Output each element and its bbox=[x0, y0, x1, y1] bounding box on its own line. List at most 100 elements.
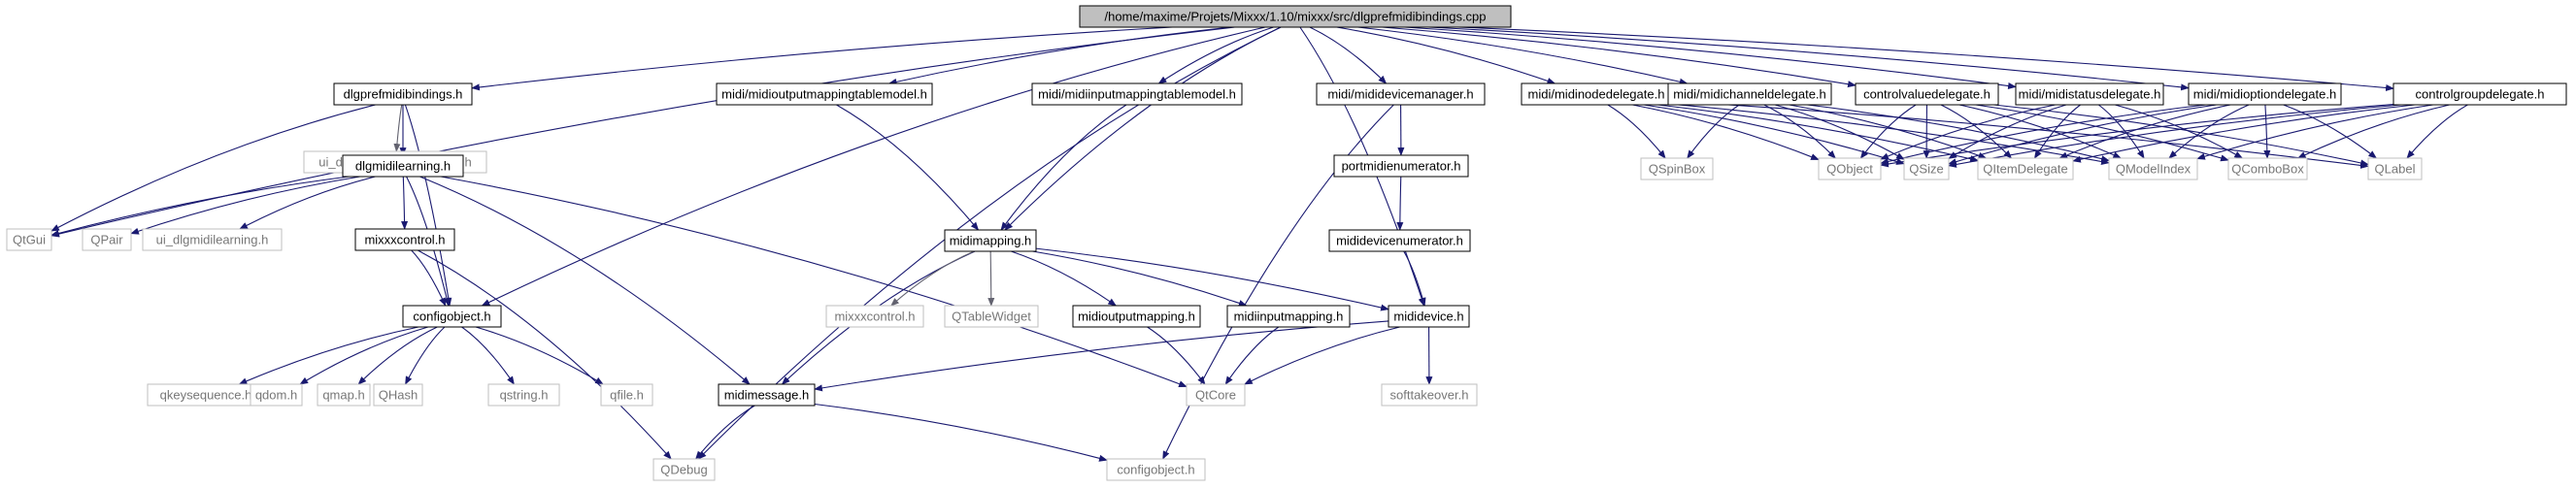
node-softtakeover-h: softtakeover.h bbox=[1381, 383, 1478, 407]
edge-midiinputmappingtablemodel_h-to-midimapping_h bbox=[1000, 104, 1127, 231]
node-box bbox=[2108, 157, 2198, 180]
edge-dlgprefmidibindings_h-to-ui_dlgprefmidibindingsdlg_h bbox=[393, 104, 403, 152]
edge-midinodedelegate_h-to-QObject bbox=[1632, 104, 1820, 161]
node-box bbox=[716, 82, 933, 106]
edge-configobject_h-to-qstring_h bbox=[461, 326, 515, 385]
node-midiinputmapping-h[interactable]: midiinputmapping.h bbox=[1226, 305, 1351, 328]
node-dlgmidilearning-h[interactable]: dlgmidilearning.h bbox=[342, 154, 464, 178]
node-controlvaluedelegate-h[interactable]: controlvaluedelegate.h bbox=[1855, 82, 1999, 106]
node-box bbox=[718, 383, 816, 407]
node-QSpinBox: QSpinBox bbox=[1640, 157, 1714, 180]
edge-mididevice_h-to-midimessage_h bbox=[814, 320, 1389, 392]
edge-root-to-dlgprefmidibindings_h bbox=[471, 26, 1173, 91]
node-label: qfile.h bbox=[610, 388, 644, 403]
edge-midioptiondelegate_h-to-QSize bbox=[1948, 104, 2217, 166]
node-mididevicemanager-h[interactable]: midi/mididevicemanager.h bbox=[1316, 82, 1486, 106]
edge-root-to-controlgroupdelegate_h bbox=[1457, 26, 2394, 91]
edge-configobject_h-to-qmap_h bbox=[357, 326, 438, 385]
edge-midistatusdelegate_h-to-QObject bbox=[1880, 104, 2056, 160]
edge-midiinputmapping_h-to-QtCore bbox=[1224, 326, 1280, 385]
node-mixxxcontrol-h[interactable]: mixxxcontrol.h bbox=[354, 228, 455, 251]
node-label: midi/midistatusdelegate.h bbox=[2019, 87, 2161, 102]
node-box bbox=[2367, 157, 2423, 180]
node-QtCore: QtCore bbox=[1186, 383, 1246, 407]
node-configobject-h[interactable]: configobject.h bbox=[402, 305, 502, 328]
edge-midistatusdelegate_h-to-QComboBox bbox=[2115, 104, 2244, 159]
node-label: mididevicenumerator.h bbox=[1336, 234, 1463, 248]
node-root[interactable]: /home/maxime/Projets/Mixxx/1.10/mixxx/sr… bbox=[1079, 5, 1512, 28]
node-label: controlgroupdelegate.h bbox=[2416, 87, 2545, 102]
edge-midimapping_h-to-mididevice_h bbox=[1035, 247, 1389, 311]
node-box bbox=[373, 383, 423, 407]
node-label: QtCore bbox=[1195, 388, 1236, 403]
node-box bbox=[1388, 305, 1470, 328]
edge-dlgprefmidibindings_h-to-QtGui bbox=[50, 104, 376, 232]
node-label: QDebug bbox=[660, 463, 707, 477]
node-midiinputmappingtablemodel-h[interactable]: midi/midiinputmappingtablemodel.h bbox=[1031, 82, 1243, 106]
node-box bbox=[1079, 5, 1512, 28]
node-label: portmidienumerator.h bbox=[1342, 159, 1461, 174]
node-box bbox=[1186, 383, 1246, 407]
node-dlgprefmidibindings-h[interactable]: dlgprefmidibindings.h bbox=[333, 82, 473, 106]
edge-midimapping_h-to-midiinputmapping_h bbox=[1032, 250, 1248, 307]
edge-midimapping_h-to-QTableWidget bbox=[987, 250, 995, 307]
node-label: ui_dlgmidilearning.h bbox=[156, 233, 269, 247]
node-box bbox=[1667, 82, 1832, 106]
node-label: QLabel bbox=[2375, 162, 2416, 177]
node-midioutputmappingtablemodel-h[interactable]: midi/midioutputmappingtablemodel.h bbox=[716, 82, 933, 106]
node-label: mixxxcontrol.h bbox=[364, 233, 445, 247]
node-box bbox=[82, 228, 132, 251]
node-label: midi/midioutputmappingtablemodel.h bbox=[721, 87, 927, 102]
edge-controlgroupdelegate_h-to-QModelIndex bbox=[2196, 104, 2434, 160]
node-qkeysequence-h: qkeysequence.h bbox=[147, 383, 265, 407]
node-midimapping-h[interactable]: midimapping.h bbox=[944, 229, 1037, 252]
edge-midioptiondelegate_h-to-QComboBox bbox=[2263, 104, 2271, 159]
node-midinodedelegate-h[interactable]: midi/midinodedelegate.h bbox=[1521, 82, 1672, 106]
edge-controlgroupdelegate_h-to-QSize bbox=[1948, 104, 2401, 168]
node-label: midiinputmapping.h bbox=[1234, 310, 1344, 324]
node-label: dlgmidilearning.h bbox=[355, 159, 451, 174]
node-label: QObject bbox=[1826, 162, 1873, 177]
node-label: QTableWidget bbox=[952, 310, 1031, 324]
node-mididevicenumerator-h[interactable]: mididevicenumerator.h bbox=[1328, 229, 1471, 252]
node-QObject: QObject bbox=[1818, 157, 1882, 180]
node-QItemDelegate: QItemDelegate bbox=[1977, 157, 2074, 180]
node-label: QtGui bbox=[13, 233, 46, 247]
node-portmidienumerator-h[interactable]: portmidienumerator.h bbox=[1333, 154, 1469, 178]
node-midichanneldelegate-h[interactable]: midi/midichanneldelegate.h bbox=[1667, 82, 1832, 106]
edge-mixxxcontrol_h-to-QDebug bbox=[418, 249, 672, 460]
node-box bbox=[1903, 157, 1950, 180]
node-midimessage-h[interactable]: midimessage.h bbox=[718, 383, 816, 407]
edge-midichanneldelegate_h-to-QModelIndex bbox=[1807, 104, 2110, 163]
node-midioutputmapping-h[interactable]: midioutputmapping.h bbox=[1072, 305, 1201, 328]
edge-controlvaluedelegate_h-to-QObject bbox=[1859, 104, 1917, 159]
edge-root-to-controlvaluedelegate_h bbox=[1382, 26, 1857, 88]
node-label: mixxxcontrol.h bbox=[834, 310, 915, 324]
edge-midimessage_h-to-configobject_h_2 bbox=[814, 403, 1108, 462]
node-box bbox=[6, 228, 52, 251]
node-label: midi/midioptiondelegate.h bbox=[2193, 87, 2336, 102]
node-label: qmap.h bbox=[322, 388, 364, 403]
edge-root-to-mididevicemanager_h bbox=[1309, 26, 1388, 84]
node-mididevice-h[interactable]: mididevice.h bbox=[1388, 305, 1470, 328]
node-box bbox=[1316, 82, 1486, 106]
edge-midichanneldelegate_h-to-QSpinBox bbox=[1687, 104, 1740, 159]
edge-controlgroupdelegate_h-to-QObject bbox=[1880, 104, 2394, 168]
edge-mididevice_h-to-QtCore bbox=[1244, 326, 1400, 385]
node-QDebug: QDebug bbox=[652, 458, 716, 481]
node-box bbox=[2188, 82, 2342, 106]
node-box bbox=[1226, 305, 1351, 328]
node-qdom-h: qdom.h bbox=[250, 383, 303, 407]
node-label: configobject.h bbox=[1117, 463, 1194, 477]
node-controlgroupdelegate-h[interactable]: controlgroupdelegate.h bbox=[2392, 82, 2567, 106]
edge-controlvaluedelegate_h-to-QComboBox bbox=[1975, 104, 2229, 162]
node-label: controlvaluedelegate.h bbox=[1863, 87, 1991, 102]
node-label: midi/midinodedelegate.h bbox=[1528, 87, 1665, 102]
node-midioptiondelegate-h[interactable]: midi/midioptiondelegate.h bbox=[2188, 82, 2342, 106]
edge-controlgroupdelegate_h-to-QComboBox bbox=[2296, 104, 2450, 159]
edge-midioptiondelegate_h-to-QObject bbox=[1880, 104, 2206, 165]
node-ui-dlgmidilearning-h: ui_dlgmidilearning.h bbox=[142, 228, 283, 251]
node-label: QSpinBox bbox=[1649, 162, 1706, 177]
node-midistatusdelegate-h[interactable]: midi/midistatusdelegate.h bbox=[2015, 82, 2164, 106]
node-box bbox=[342, 154, 464, 178]
